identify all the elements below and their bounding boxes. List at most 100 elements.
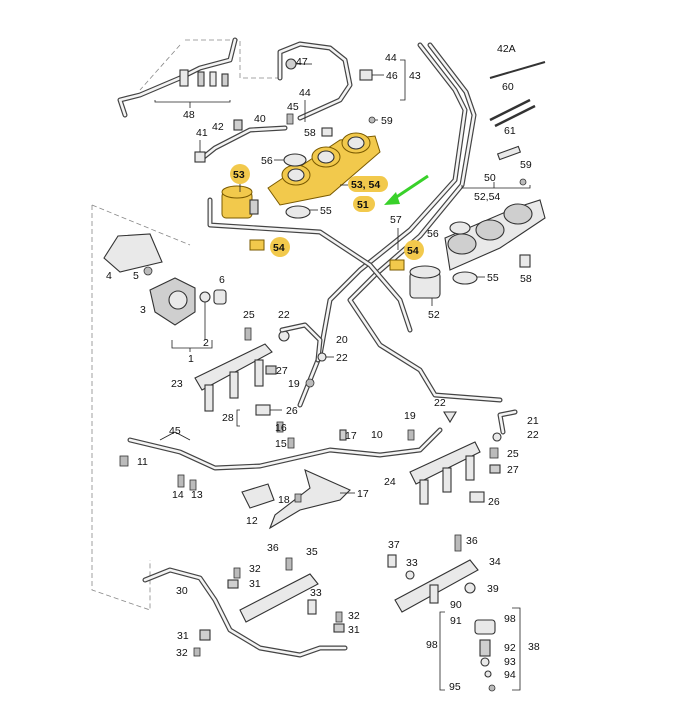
- fuel-rail-34: [394, 559, 479, 613]
- callout-31-c: 31: [177, 630, 189, 642]
- callout-22-d: 22: [527, 429, 539, 441]
- sensor-54-right: [389, 259, 405, 271]
- callout-94: 94: [504, 669, 516, 681]
- callout-12: 12: [246, 515, 258, 527]
- gasket-56-right: [449, 221, 471, 235]
- highlight-53: 53: [233, 169, 245, 181]
- callout-26-right: 26: [488, 496, 500, 508]
- callout-26: 26: [286, 405, 298, 417]
- connector-41: [194, 151, 206, 163]
- callout-22-b: 22: [336, 352, 348, 364]
- callout-42a: 42A: [497, 43, 516, 55]
- clip-27: [265, 365, 277, 375]
- callout-50: 50: [484, 172, 496, 184]
- callout-25: 25: [243, 309, 255, 321]
- callout-11: 11: [137, 456, 148, 468]
- injector-26: [255, 404, 271, 416]
- bracket-46: [359, 69, 373, 81]
- callout-37: 37: [388, 539, 400, 551]
- callout-98-left: 98: [426, 639, 438, 651]
- callout-90: 90: [450, 599, 462, 611]
- ring-2: [199, 291, 211, 303]
- callout-17-bolt: 17: [345, 430, 357, 442]
- callout-25-right: 25: [507, 448, 519, 460]
- callout-92: 92: [504, 642, 516, 654]
- callout-3: 3: [140, 304, 146, 316]
- gasket-55: [285, 205, 311, 219]
- callout-91: 91: [450, 615, 462, 627]
- callout-55: 55: [320, 205, 332, 217]
- callout-27: 27: [276, 365, 288, 377]
- callout-38: 38: [528, 641, 540, 653]
- gasket-56: [283, 153, 307, 167]
- gasket-55-right: [452, 271, 478, 285]
- callout-4: 4: [106, 270, 112, 282]
- callout-59: 59: [381, 115, 393, 127]
- cap-6: [213, 289, 227, 305]
- callout-47: 47: [296, 56, 308, 68]
- callout-35: 35: [306, 546, 318, 558]
- callout-22-a: 22: [278, 309, 290, 321]
- intake-manifold-right: [444, 199, 546, 271]
- callout-18: 18: [278, 494, 290, 506]
- callout-98-right: 98: [504, 613, 516, 625]
- callout-36-right: 36: [466, 535, 478, 547]
- callout-46: 46: [386, 70, 398, 82]
- callout-16: 16: [275, 422, 287, 434]
- callout-27-right: 27: [507, 464, 519, 476]
- callout-5: 5: [133, 270, 139, 282]
- fuel-rail-24: [409, 441, 481, 505]
- callout-28: 28: [222, 412, 234, 424]
- callout-43: 43: [409, 70, 421, 82]
- high-pressure-pump: [149, 277, 196, 326]
- callout-24: 24: [384, 476, 396, 488]
- callout-1: 1: [188, 353, 194, 365]
- callout-31-a: 31: [249, 578, 261, 590]
- strap-60: [489, 98, 531, 122]
- callout-17: 17: [357, 488, 369, 500]
- callout-60: 60: [502, 81, 514, 93]
- clip-42: [233, 119, 243, 131]
- callout-93: 93: [504, 656, 516, 668]
- callout-6: 6: [219, 274, 225, 286]
- callout-23: 23: [171, 378, 183, 390]
- callout-21: 21: [527, 415, 539, 427]
- callout-48: 48: [183, 109, 195, 121]
- bracket-58-right: [519, 254, 531, 268]
- callout-13: 13: [191, 489, 203, 501]
- bolt-45: [286, 113, 294, 125]
- bracket-58: [321, 127, 333, 137]
- callout-32-b: 32: [348, 610, 360, 622]
- fuel-pump-53: [221, 185, 259, 219]
- callout-19-right: 19: [404, 410, 416, 422]
- callout-56: 56: [261, 155, 273, 167]
- highlight-54-right: 54: [407, 245, 419, 257]
- pointer-arrow: [384, 174, 429, 205]
- callout-56-right: 56: [427, 228, 439, 240]
- callout-58-right: 58: [520, 273, 532, 285]
- fuel-rail-23: [194, 343, 273, 412]
- callout-40: 40: [254, 113, 266, 125]
- callout-52-54: 52,54: [474, 191, 500, 203]
- fuel-line-top: [277, 41, 373, 121]
- highlight-51: 51: [357, 199, 369, 211]
- callout-19-left: 19: [288, 378, 300, 390]
- callout-15: 15: [275, 438, 287, 450]
- sensor-54-left: [249, 239, 265, 251]
- callout-42: 42: [212, 121, 224, 133]
- callout-61: 61: [504, 125, 516, 137]
- callout-36-left: 36: [267, 542, 279, 554]
- callout-14: 14: [172, 489, 184, 501]
- clip-47: [285, 58, 297, 70]
- clip-61: [496, 145, 522, 161]
- callout-33-right: 33: [406, 557, 418, 569]
- callout-95: 95: [449, 681, 461, 693]
- callout-2: 2: [203, 337, 209, 349]
- callout-32-a: 32: [249, 563, 261, 575]
- bolt-5: [143, 266, 153, 276]
- callout-30: 30: [176, 585, 188, 597]
- sensor-12: [241, 483, 275, 509]
- callout-39: 39: [487, 583, 499, 595]
- callout-10: 10: [371, 429, 383, 441]
- tie-42a: [489, 61, 546, 79]
